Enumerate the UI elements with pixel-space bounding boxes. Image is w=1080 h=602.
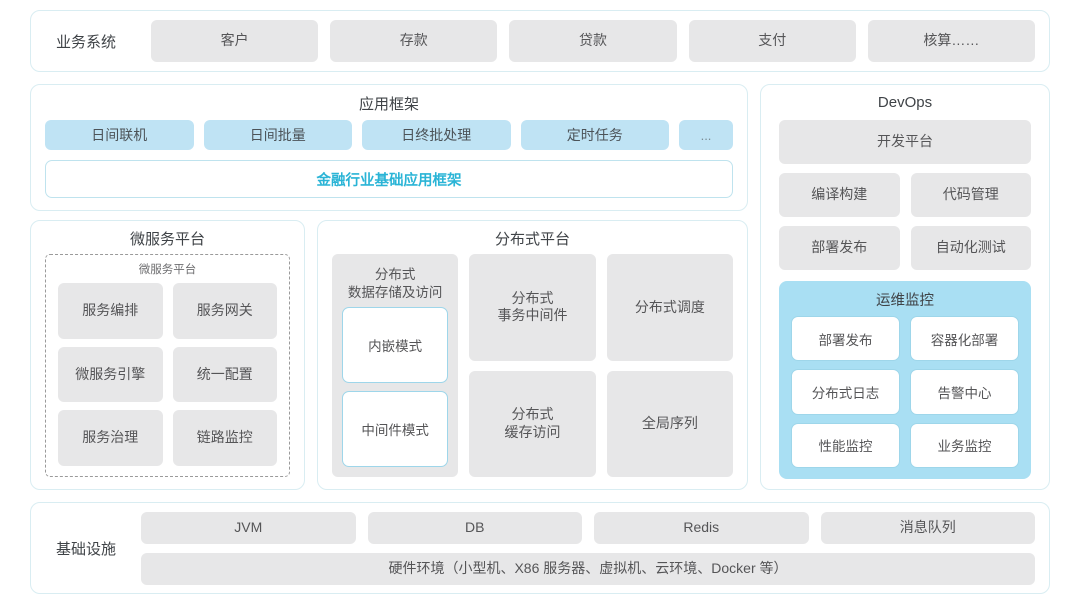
ops-monitoring-title: 运维监控: [876, 293, 934, 309]
hardware-environment-row: 硬件环境（小型机、X86 服务器、虚拟机、云环境、Docker 等）: [141, 552, 1035, 585]
framework-chip-more[interactable]: ...: [679, 120, 733, 150]
distributed-chip-embedded-mode[interactable]: 内嵌模式: [342, 307, 449, 384]
framework-chip-daytime-batch[interactable]: 日间批量: [203, 120, 352, 150]
devops-chip-dev-platform[interactable]: 开发平台: [779, 120, 1031, 164]
microservice-chip-gateway[interactable]: 服务网关: [172, 283, 277, 339]
distributed-cache-line1: 分布式: [511, 406, 554, 423]
ops-monitoring-grid: 部署发布 容器化部署 分布式日志 告警中心 性能监控 业务监控: [791, 316, 1019, 468]
hardware-environment-chip[interactable]: 硬件环境（小型机、X86 服务器、虚拟机、云环境、Docker 等）: [141, 552, 1035, 585]
distributed-chip-global-sequence[interactable]: 全局序列: [606, 370, 733, 477]
framework-chip-eod-batch[interactable]: 日终批处理: [362, 120, 511, 150]
devops-chip-compile-build[interactable]: 编译构建: [779, 173, 900, 217]
business-system-chips: 客户 存款 贷款 支付 核算……: [151, 20, 1036, 62]
devops-row-2: 部署发布 自动化测试: [779, 226, 1031, 270]
devops-chip-deploy-release[interactable]: 部署发布: [779, 226, 900, 270]
microservice-chip-engine[interactable]: 微服务引擎: [58, 346, 163, 403]
distributed-transaction-line1: 分布式: [511, 289, 554, 306]
distributed-platform-title: 分布式平台: [494, 231, 570, 248]
distributed-chip-scheduling[interactable]: 分布式调度: [606, 254, 733, 361]
ops-chip-performance-monitor[interactable]: 性能监控: [791, 422, 900, 468]
infrastructure-chip-jvm[interactable]: JVM: [141, 511, 356, 544]
infrastructure-chip-redis[interactable]: Redis: [594, 511, 809, 544]
business-system-label: 业务系统: [55, 33, 116, 51]
microservice-chip-unified-config[interactable]: 统一配置: [172, 346, 277, 403]
microservice-chip-orchestration[interactable]: 服务编排: [58, 283, 163, 339]
business-chip-accounting[interactable]: 核算……: [867, 20, 1036, 62]
microservice-platform-title: 微服务平台: [129, 231, 205, 248]
distributed-data-storage-line1: 分布式: [374, 267, 416, 282]
distributed-items-grid: 分布式 数据存储及访问 内嵌模式 中间件模式 分布式 事务中间件: [332, 254, 733, 477]
business-chip-deposit[interactable]: 存款: [330, 20, 498, 62]
distributed-cache-line2: 缓存访问: [504, 423, 561, 440]
application-framework-title: 应用框架: [358, 96, 419, 113]
framework-chip-scheduled-task[interactable]: 定时任务: [520, 120, 669, 150]
microservice-inner-title: 微服务平台: [138, 264, 197, 276]
microservice-items-grid: 服务编排 服务网关 微服务引擎 统一配置 服务治理 链路监控: [58, 283, 277, 466]
microservice-chip-governance[interactable]: 服务治理: [58, 410, 163, 466]
ops-chip-alert-center[interactable]: 告警中心: [910, 369, 1019, 415]
business-chip-customer[interactable]: 客户: [151, 20, 319, 62]
platform-row: 微服务平台 微服务平台 服务编排 服务网关 微服务引擎 统一配置 服务治理 链路…: [30, 220, 748, 490]
devops-chip-code-management[interactable]: 代码管理: [910, 173, 1031, 217]
ops-chip-distributed-log[interactable]: 分布式日志: [791, 369, 900, 415]
ops-chip-business-monitor[interactable]: 业务监控: [910, 422, 1019, 468]
ops-chip-deploy-release[interactable]: 部署发布: [791, 316, 900, 362]
distributed-data-storage-card[interactable]: 分布式 数据存储及访问 内嵌模式 中间件模式: [332, 254, 459, 477]
microservice-inner-dashed-box: 微服务平台 服务编排 服务网关 微服务引擎 统一配置 服务治理 链路监控: [45, 254, 290, 477]
devops-title: DevOps: [877, 94, 933, 111]
distributed-data-storage-head: 分布式 数据存储及访问: [342, 262, 448, 307]
ops-chip-containerized-deploy[interactable]: 容器化部署: [910, 316, 1019, 362]
framework-chip-daytime-online[interactable]: 日间联机: [45, 120, 194, 150]
business-chip-loan[interactable]: 贷款: [509, 20, 677, 62]
infrastructure-row: 基础设施 JVM DB Redis 消息队列 硬件环境（小型机、X86 服务器、…: [30, 502, 1050, 594]
left-column: 应用框架 日间联机 日间批量 日终批处理 定时任务 ... 金融行业基础应用框架…: [30, 84, 748, 490]
distributed-chip-transaction-middleware[interactable]: 分布式 事务中间件: [469, 254, 596, 361]
infrastructure-chips: JVM DB Redis 消息队列: [141, 511, 1035, 544]
distributed-data-storage-line2: 数据存储及访问: [347, 284, 443, 300]
business-chip-payment[interactable]: 支付: [688, 20, 856, 62]
devops-row-1: 编译构建 代码管理: [779, 173, 1031, 217]
infrastructure-content: JVM DB Redis 消息队列 硬件环境（小型机、X86 服务器、虚拟机、云…: [141, 511, 1035, 585]
microservice-platform-panel: 微服务平台 微服务平台 服务编排 服务网关 微服务引擎 统一配置 服务治理 链路…: [30, 220, 305, 490]
distributed-platform-panel: 分布式平台 分布式 数据存储及访问 内嵌模式 中间件模式: [317, 220, 748, 490]
distributed-chip-middleware-mode[interactable]: 中间件模式: [342, 391, 449, 467]
devops-panel: DevOps 开发平台 编译构建 代码管理 部署发布 自动化测试 运维监控 部署…: [760, 84, 1050, 490]
infrastructure-label: 基础设施: [55, 540, 116, 558]
microservice-chip-trace-monitor[interactable]: 链路监控: [172, 410, 277, 466]
middle-zone: 应用框架 日间联机 日间批量 日终批处理 定时任务 ... 金融行业基础应用框架…: [30, 84, 1050, 490]
business-system-row: 业务系统 客户 存款 贷款 支付 核算……: [30, 10, 1050, 72]
distributed-transaction-line2: 事务中间件: [497, 307, 568, 324]
finance-base-framework-bar[interactable]: 金融行业基础应用框架: [45, 160, 733, 198]
application-framework-chips: 日间联机 日间批量 日终批处理 定时任务 ...: [45, 120, 733, 150]
infrastructure-chip-message-queue[interactable]: 消息队列: [820, 511, 1035, 544]
ops-monitoring-box: 运维监控 部署发布 容器化部署 分布式日志 告警中心 性能监控 业务监控: [779, 281, 1031, 479]
distributed-chip-cache-access[interactable]: 分布式 缓存访问: [469, 370, 596, 477]
infrastructure-chip-db[interactable]: DB: [367, 511, 582, 544]
application-framework-panel: 应用框架 日间联机 日间批量 日终批处理 定时任务 ... 金融行业基础应用框架: [30, 84, 748, 211]
devops-chip-automated-test[interactable]: 自动化测试: [910, 226, 1031, 270]
